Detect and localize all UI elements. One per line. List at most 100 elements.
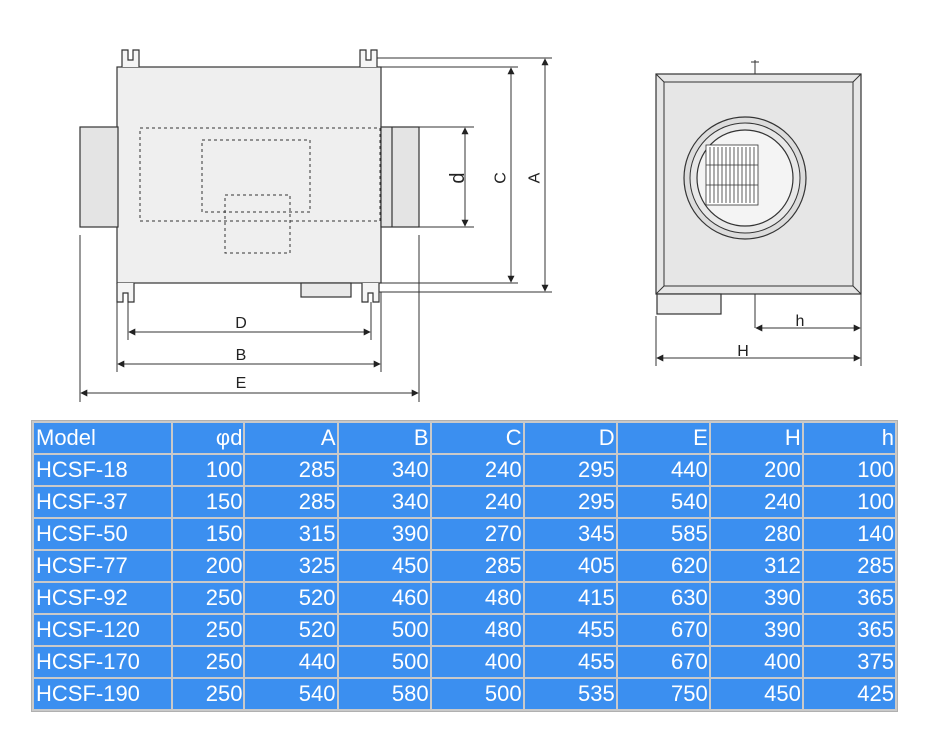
bracket-top-right	[359, 49, 378, 67]
bracket-top-left	[121, 49, 140, 67]
cell-E: 670	[617, 647, 709, 677]
dim-label-d: d	[447, 172, 469, 183]
cell-model: HCSF-77	[34, 551, 171, 581]
end-view	[655, 60, 862, 328]
cell-h: 100	[803, 455, 895, 485]
cell-B: 580	[338, 679, 430, 709]
cell-h: 365	[803, 583, 895, 613]
cell-D: 455	[524, 615, 616, 645]
cell-E: 540	[617, 487, 709, 517]
cell-B: 340	[338, 487, 430, 517]
cell-h: 285	[803, 551, 895, 581]
cell-D: 415	[524, 583, 616, 613]
cell-model: HCSF-92	[34, 583, 171, 613]
side-view	[79, 49, 420, 303]
dim-label-E: E	[236, 375, 247, 392]
cell-C: 480	[431, 583, 523, 613]
cell-model: HCSF-50	[34, 519, 171, 549]
header-D: D	[524, 423, 616, 453]
cell-H: 400	[710, 647, 802, 677]
hidden-housing	[139, 127, 381, 222]
dim-label-C: C	[493, 172, 510, 184]
cell-H: 280	[710, 519, 802, 549]
cell-D: 535	[524, 679, 616, 709]
end-view-terminal-box	[656, 293, 722, 315]
cell-B: 500	[338, 647, 430, 677]
cell-A: 315	[245, 519, 337, 549]
cell-B: 450	[338, 551, 430, 581]
hidden-motor	[201, 139, 311, 213]
cell-E: 585	[617, 519, 709, 549]
cell-model: HCSF-37	[34, 487, 171, 517]
header-h: h	[803, 423, 895, 453]
cell-A: 440	[245, 647, 337, 677]
cell-model: HCSF-170	[34, 647, 171, 677]
cell-D: 455	[524, 647, 616, 677]
cell-A: 325	[245, 551, 337, 581]
cell-model: HCSF-190	[34, 679, 171, 709]
cell-A: 285	[245, 455, 337, 485]
cell-A: 520	[245, 615, 337, 645]
cell-B: 460	[338, 583, 430, 613]
cell-C: 270	[431, 519, 523, 549]
cell-phi-d: 250	[172, 647, 244, 677]
terminal-box	[300, 282, 352, 298]
cell-C: 480	[431, 615, 523, 645]
cell-C: 400	[431, 647, 523, 677]
cell-E: 750	[617, 679, 709, 709]
cell-phi-d: 250	[172, 615, 244, 645]
cell-phi-d: 100	[172, 455, 244, 485]
header-phi-d: φd	[172, 423, 244, 453]
side-dimensions	[79, 57, 552, 402]
cell-model: HCSF-18	[34, 455, 171, 485]
end-dimensions	[655, 294, 862, 366]
header-B: B	[338, 423, 430, 453]
inlet-spigot	[79, 126, 119, 228]
cell-C: 500	[431, 679, 523, 709]
header-row: Model φd A B C D E H h	[34, 423, 895, 453]
cell-E: 620	[617, 551, 709, 581]
dim-label-h: h	[796, 313, 805, 330]
header-E: E	[617, 423, 709, 453]
cell-H: 312	[710, 551, 802, 581]
cell-H: 390	[710, 583, 802, 613]
dim-label-D: D	[235, 315, 247, 332]
cell-h: 140	[803, 519, 895, 549]
cell-A: 540	[245, 679, 337, 709]
bracket-bottom-left	[116, 283, 135, 303]
cell-D: 295	[524, 455, 616, 485]
impeller-blades	[705, 144, 759, 206]
cell-h: 100	[803, 487, 895, 517]
cell-E: 670	[617, 615, 709, 645]
cell-h: 425	[803, 679, 895, 709]
header-C: C	[431, 423, 523, 453]
cell-B: 390	[338, 519, 430, 549]
cell-H: 240	[710, 487, 802, 517]
hidden-impeller	[224, 194, 291, 254]
cell-C: 240	[431, 487, 523, 517]
dim-label-A: A	[527, 172, 544, 183]
cell-phi-d: 150	[172, 519, 244, 549]
cell-phi-d: 250	[172, 583, 244, 613]
cell-C: 285	[431, 551, 523, 581]
cell-D: 295	[524, 487, 616, 517]
header-A: A	[245, 423, 337, 453]
header-H: H	[710, 423, 802, 453]
cell-B: 500	[338, 615, 430, 645]
cell-A: 285	[245, 487, 337, 517]
dim-label-B: B	[236, 347, 247, 364]
cell-E: 440	[617, 455, 709, 485]
bracket-bottom-right	[361, 283, 380, 303]
cell-B: 340	[338, 455, 430, 485]
cell-phi-d: 250	[172, 679, 244, 709]
cell-phi-d: 150	[172, 487, 244, 517]
